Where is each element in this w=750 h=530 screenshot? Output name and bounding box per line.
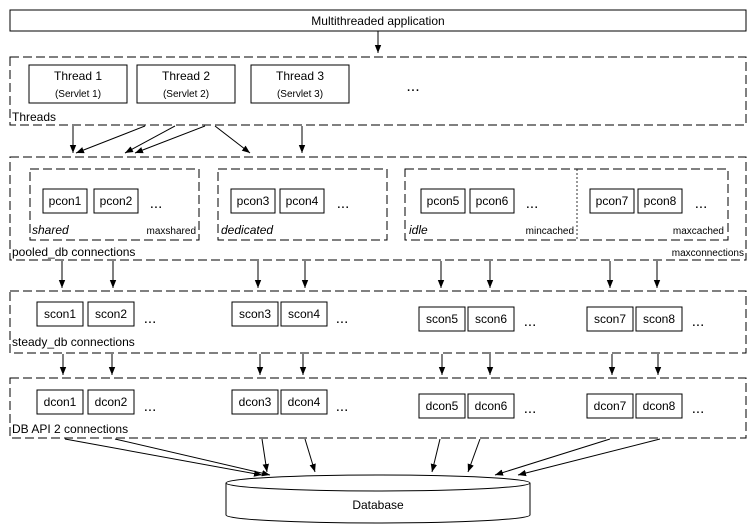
database-cylinder: Database <box>225 474 531 524</box>
pcon4-box <box>279 188 325 214</box>
thread-2: Thread 2 (Servlet 2) <box>136 64 236 104</box>
application-box: Multithreaded application <box>9 9 747 32</box>
steady-ellipsis-3: ... <box>524 313 537 330</box>
dbapi-ellipsis-4: ... <box>692 400 705 417</box>
scon7-label: scon7 <box>594 312 626 326</box>
threads-layer: Thread 1 (Servlet 1) Thread 2 (Servlet 2… <box>9 56 747 126</box>
steady-ellipsis-4: ... <box>692 313 705 330</box>
scon4-label: scon4 <box>288 307 320 321</box>
steady-ellipsis-2: ... <box>336 310 349 327</box>
pooled-layer: pooled_db connections maxconnections pco… <box>9 156 747 261</box>
dcon2-label: dcon2 <box>95 395 128 409</box>
dcon5-label: dcon5 <box>426 399 459 413</box>
thread-2-label: Thread 2 <box>162 69 210 83</box>
pcon4-label: pcon4 <box>286 194 319 208</box>
pcon5-label: pcon5 <box>427 194 460 208</box>
dbapi-to-database-arrows <box>64 438 661 477</box>
pcon8-label: pcon8 <box>644 194 677 208</box>
maxconnections-label: maxconnections <box>672 248 744 259</box>
shared-group: pcon1 pcon2 ... shared maxshared <box>29 168 200 241</box>
thread-3-label: Thread 3 <box>276 69 324 83</box>
scon6-label: scon6 <box>475 312 507 326</box>
steady-ellipsis-1: ... <box>144 310 157 327</box>
scon2-label: scon2 <box>95 307 127 321</box>
idle-caption: idle <box>409 223 428 237</box>
scon1-box <box>36 301 84 327</box>
dcon7-box <box>586 393 634 419</box>
scon8-box <box>635 306 683 332</box>
dcon4-box <box>280 389 328 415</box>
servlet-2-label: (Servlet 2) <box>163 89 209 100</box>
pcon3-box <box>230 188 276 214</box>
dbapi-ellipsis-2: ... <box>336 398 349 415</box>
threads-label: Threads <box>12 110 56 124</box>
threads-to-pooled-arrows <box>69 125 306 154</box>
dcon6-label: dcon6 <box>475 399 508 413</box>
maxcached-label: maxcached <box>673 226 724 237</box>
scon5-label: scon5 <box>426 312 458 326</box>
pcon8-box <box>637 188 683 214</box>
dcon1-box <box>36 389 84 415</box>
dbapi-ellipsis-1: ... <box>144 398 157 415</box>
application-title: Multithreaded application <box>311 14 444 28</box>
dedicated-group: pcon3 pcon4 ... dedicated <box>217 168 388 241</box>
dcon7-label: dcon7 <box>594 399 627 413</box>
pcon1-box <box>42 188 88 214</box>
dcon8-label: dcon8 <box>643 399 676 413</box>
dcon1-label: dcon1 <box>44 395 77 409</box>
servlet-3-label: (Servlet 3) <box>277 89 323 100</box>
pcon6-box <box>469 188 515 214</box>
pcon1-label: pcon1 <box>49 194 82 208</box>
thread-1: Thread 1 (Servlet 1) <box>28 64 128 104</box>
scon3-label: scon3 <box>239 307 271 321</box>
pcon7-box <box>589 188 635 214</box>
dedicated-caption: dedicated <box>221 223 273 237</box>
scon5-box <box>418 306 466 332</box>
steady-to-dbapi-arrows <box>59 354 662 375</box>
scon1-label: scon1 <box>44 307 76 321</box>
idle-group: pcon5 pcon6 ... idle mincached pcon7 pco… <box>404 168 729 241</box>
dbapi-ellipsis-3: ... <box>524 400 537 417</box>
scon6-box <box>467 306 515 332</box>
pooled-label: pooled_db connections <box>12 245 135 259</box>
maxshared-label: maxshared <box>147 226 196 237</box>
servlet-1-label: (Servlet 1) <box>55 89 101 100</box>
scon4-box <box>280 301 328 327</box>
pcon2-label: pcon2 <box>100 194 133 208</box>
thread-1-label: Thread 1 <box>54 69 102 83</box>
shared-ellipsis: ... <box>150 195 163 212</box>
dcon3-box <box>231 389 279 415</box>
dcon3-label: dcon3 <box>239 395 272 409</box>
steady-layer: steady_db connections scon1 scon2 ... sc… <box>9 290 747 354</box>
pcon3-label: pcon3 <box>237 194 270 208</box>
pooled-to-steady-arrows <box>58 261 661 288</box>
scon3-box <box>231 301 279 327</box>
threads-ellipsis: ... <box>406 78 419 95</box>
dcon6-box <box>467 393 515 419</box>
scon7-box <box>586 306 634 332</box>
pcon6-label: pcon6 <box>476 194 509 208</box>
mincached-label: mincached <box>526 226 574 237</box>
pcon2-box <box>93 188 139 214</box>
dcon8-box <box>635 393 683 419</box>
scon2-box <box>87 301 135 327</box>
shared-caption: shared <box>32 223 69 237</box>
thread-3: Thread 3 (Servlet 3) <box>250 64 350 104</box>
database-label: Database <box>352 498 404 512</box>
idle-ellipsis: ... <box>526 195 539 212</box>
dcon2-box <box>87 389 135 415</box>
dedicated-ellipsis: ... <box>337 195 350 212</box>
cached-ellipsis: ... <box>695 195 708 212</box>
dbapi-label: DB API 2 connections <box>12 422 128 436</box>
dcon5-box <box>418 393 466 419</box>
pcon7-label: pcon7 <box>596 194 629 208</box>
scon8-label: scon8 <box>643 312 675 326</box>
pcon5-box <box>420 188 466 214</box>
steady-label: steady_db connections <box>12 335 135 349</box>
dbapi-layer: DB API 2 connections dcon1 dcon2 ... dco… <box>9 377 747 439</box>
dcon4-label: dcon4 <box>288 395 321 409</box>
